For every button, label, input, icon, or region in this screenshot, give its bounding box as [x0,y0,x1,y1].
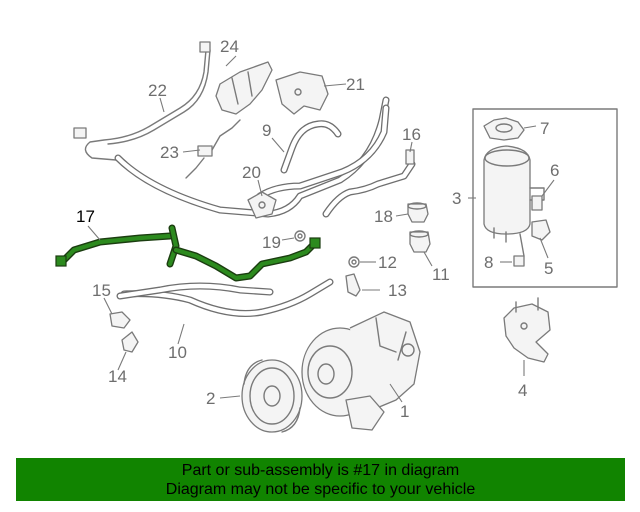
part-18-cap[interactable] [407,202,429,223]
callout-24[interactable]: 24 [220,37,239,56]
callout-1[interactable]: 1 [400,402,409,421]
part-15-clip[interactable] [109,311,131,329]
part-20-pipe[interactable] [247,104,390,219]
leader-lines [87,55,555,403]
callout-18[interactable]: 18 [374,207,393,226]
part-14-bracket[interactable] [121,331,139,353]
callout-14[interactable]: 14 [108,367,127,386]
banner-line-disclaimer: Diagram may not be specific to your vehi… [165,481,476,498]
callout-23[interactable]: 23 [160,143,179,162]
callout-4[interactable]: 4 [518,381,527,400]
callout-16[interactable]: 16 [402,125,421,144]
part-9-hose[interactable] [280,120,342,174]
part-24-heat-shield[interactable] [215,61,273,115]
callout-9[interactable]: 9 [262,121,271,140]
part-13-clamp[interactable] [345,273,361,297]
part-17-pressure-hose[interactable] [55,224,321,282]
part-19-washer[interactable] [294,230,306,242]
callout-3[interactable]: 3 [452,189,461,208]
part-11-cap[interactable] [409,230,431,253]
callout-15[interactable]: 15 [92,281,111,300]
part-12-washer[interactable] [348,256,360,268]
callout-17[interactable]: 17 [76,207,95,226]
part-1-power-steering-pump[interactable] [301,311,421,431]
part-2-pulley[interactable] [241,359,303,433]
callout-22[interactable]: 22 [148,81,167,100]
parts-diagram: 1 2 3 4 5 6 7 8 9 10 11 12 13 14 15 16 1… [55,37,618,433]
callout-21[interactable]: 21 [346,75,365,94]
info-banner: Part or sub-assembly is #17 in diagram D… [16,458,625,501]
part-23-fitting[interactable] [185,119,241,179]
part-22-pipe[interactable] [73,41,211,161]
callout-12[interactable]: 12 [378,253,397,272]
part-21-bracket[interactable] [275,71,329,115]
callout-19[interactable]: 19 [262,233,281,252]
callout-13[interactable]: 13 [388,281,407,300]
callout-2[interactable]: 2 [206,389,215,408]
callout-20[interactable]: 20 [242,163,261,182]
callout-labels: 1 2 3 4 5 6 7 8 9 10 11 12 13 14 15 16 1… [76,37,559,421]
callout-10[interactable]: 10 [168,343,187,362]
part-4-bracket[interactable] [503,297,551,363]
callout-5[interactable]: 5 [544,259,553,278]
callout-6[interactable]: 6 [550,161,559,180]
callout-8[interactable]: 8 [484,253,493,272]
callout-11[interactable]: 11 [432,265,450,284]
callout-7[interactable]: 7 [540,119,549,138]
banner-line-part: Part or sub-assembly is #17 in diagram [181,462,460,479]
